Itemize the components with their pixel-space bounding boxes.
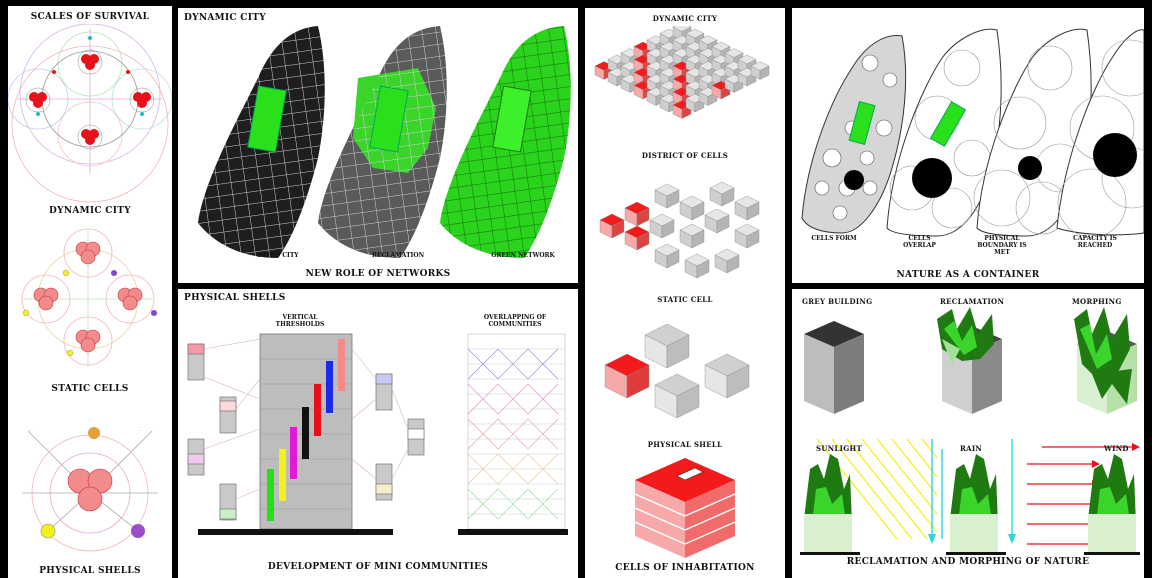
physical-shell-building [634, 458, 736, 558]
red-cell [604, 353, 650, 399]
city-blobs [198, 26, 571, 258]
nature-as-container-panel: CELLS FORM CELLS OVERLAP PHYSICAL BOUNDA… [792, 8, 1144, 283]
grey-cell [709, 181, 735, 207]
paved-city-blob [198, 26, 325, 258]
grey-cell [734, 223, 760, 249]
green-network-blob [440, 26, 571, 258]
grey-cell [704, 353, 750, 399]
cells-form-caption: CELLS FORM [811, 235, 857, 242]
reclamation-diagram [800, 307, 1140, 555]
cells-overlap-caption: CELLS OVERLAP [903, 235, 936, 249]
dynamic-city-panel: DYNAMIC CITY PAVED CI [178, 8, 578, 283]
grey-cell [654, 373, 700, 419]
static-cells-diagram: ····· ····· ····· [22, 418, 158, 552]
reclamation-title: RECLAMATION [940, 297, 1005, 306]
grey-cell [644, 323, 690, 369]
physical-shells-panel-title: PHYSICAL SHELLS [184, 293, 286, 303]
district-of-cells-title: DISTRICT OF CELLS [641, 151, 729, 160]
cells-dynamic-city-title: DYNAMIC CITY [652, 14, 718, 23]
red-cell [599, 213, 625, 239]
grey-cell [649, 213, 675, 239]
grey-cell [654, 183, 680, 209]
reclamation-morphing-footer: RECLAMATION AND MORPHING OF NATURE [846, 557, 1090, 567]
cells-of-inhabitation-footer: CELLS OF INHABITATION [615, 563, 755, 573]
capacity-reached-caption: CAPACITY IS REACHED [1073, 235, 1117, 249]
sunlight-label: SUNLIGHT [816, 444, 862, 453]
svg-text:·····: ····· [88, 418, 93, 422]
grey-cell [679, 223, 705, 249]
wind-label: WIND [1104, 444, 1129, 453]
cube-cell [750, 61, 770, 80]
vertical-thresholds-label: VERTICAL THRESHOLDS [275, 314, 325, 328]
cells-of-inhabitation-panel: DYNAMIC CITY DISTRICT OF CELLS STATIC CE… [585, 8, 785, 578]
red-cell [624, 201, 650, 227]
physical-shells-left-title: PHYSICAL SHELLS [39, 566, 141, 576]
dynamic-city-panel-title: DYNAMIC CITY [184, 13, 267, 23]
overlapping-communities-label: OVERLAPPING OF COMMUNITIES [483, 314, 547, 328]
mini-communities-diagram [187, 333, 568, 535]
green-network-caption: GREEN NETWORK [491, 252, 555, 259]
new-role-of-networks-footer: NEW ROLE OF NETWORKS [305, 269, 451, 279]
grey-building-title: GREY BUILDING [802, 297, 873, 306]
wind-arrows [1027, 446, 1132, 545]
static-cell-diagram [604, 323, 750, 419]
scales-of-survival-title: SCALES OF SURVIVAL [30, 12, 150, 22]
dynamic-city-cluster-diagram [21, 228, 157, 366]
svg-text:·····: ····· [28, 428, 33, 432]
static-cells-title: STATIC CELLS [51, 384, 129, 394]
grey-cell [654, 243, 680, 269]
grey-cell [684, 253, 710, 279]
rain-label: RAIN [960, 444, 983, 453]
reclamation-caption: RECLAMATION [371, 252, 425, 259]
svg-text:·····: ····· [138, 428, 143, 432]
static-cell-title: STATIC CELL [657, 295, 713, 304]
grey-cell [704, 208, 730, 234]
morphing-title: MORPHING [1072, 297, 1122, 306]
physical-shell-title: PHYSICAL SHELL [647, 440, 723, 449]
scales-of-survival-diagram [8, 24, 172, 203]
grey-cell [714, 248, 740, 274]
grey-cell [734, 195, 760, 221]
reclamation-morphing-panel: GREY BUILDING RECLAMATION MORPHING [792, 289, 1144, 578]
physical-shells-panel: PHYSICAL SHELLS VERTICAL THRESHOLDS OVER… [178, 289, 578, 578]
paved-city-caption: PAVED CITY [257, 252, 299, 259]
nature-container-blobs [801, 28, 1144, 238]
red-cell [624, 225, 650, 251]
left-column-panel: SCALES OF SURVIVAL DYNAMIC CITY [8, 6, 172, 578]
district-of-cells-diagram [599, 181, 760, 279]
rain-drops [931, 439, 1013, 539]
physical-boundary-caption: PHYSICAL BOUNDARY IS MET [977, 235, 1027, 256]
cells-dynamic-city-grid [594, 26, 770, 119]
development-mini-communities-footer: DEVELOPMENT OF MINI COMMUNITIES [267, 562, 489, 572]
nature-as-container-footer: NATURE AS A CONTAINER [896, 270, 1040, 280]
grey-cell [679, 195, 705, 221]
dynamic-city-left-title: DYNAMIC CITY [48, 206, 131, 216]
reclamation-blob [318, 26, 447, 258]
